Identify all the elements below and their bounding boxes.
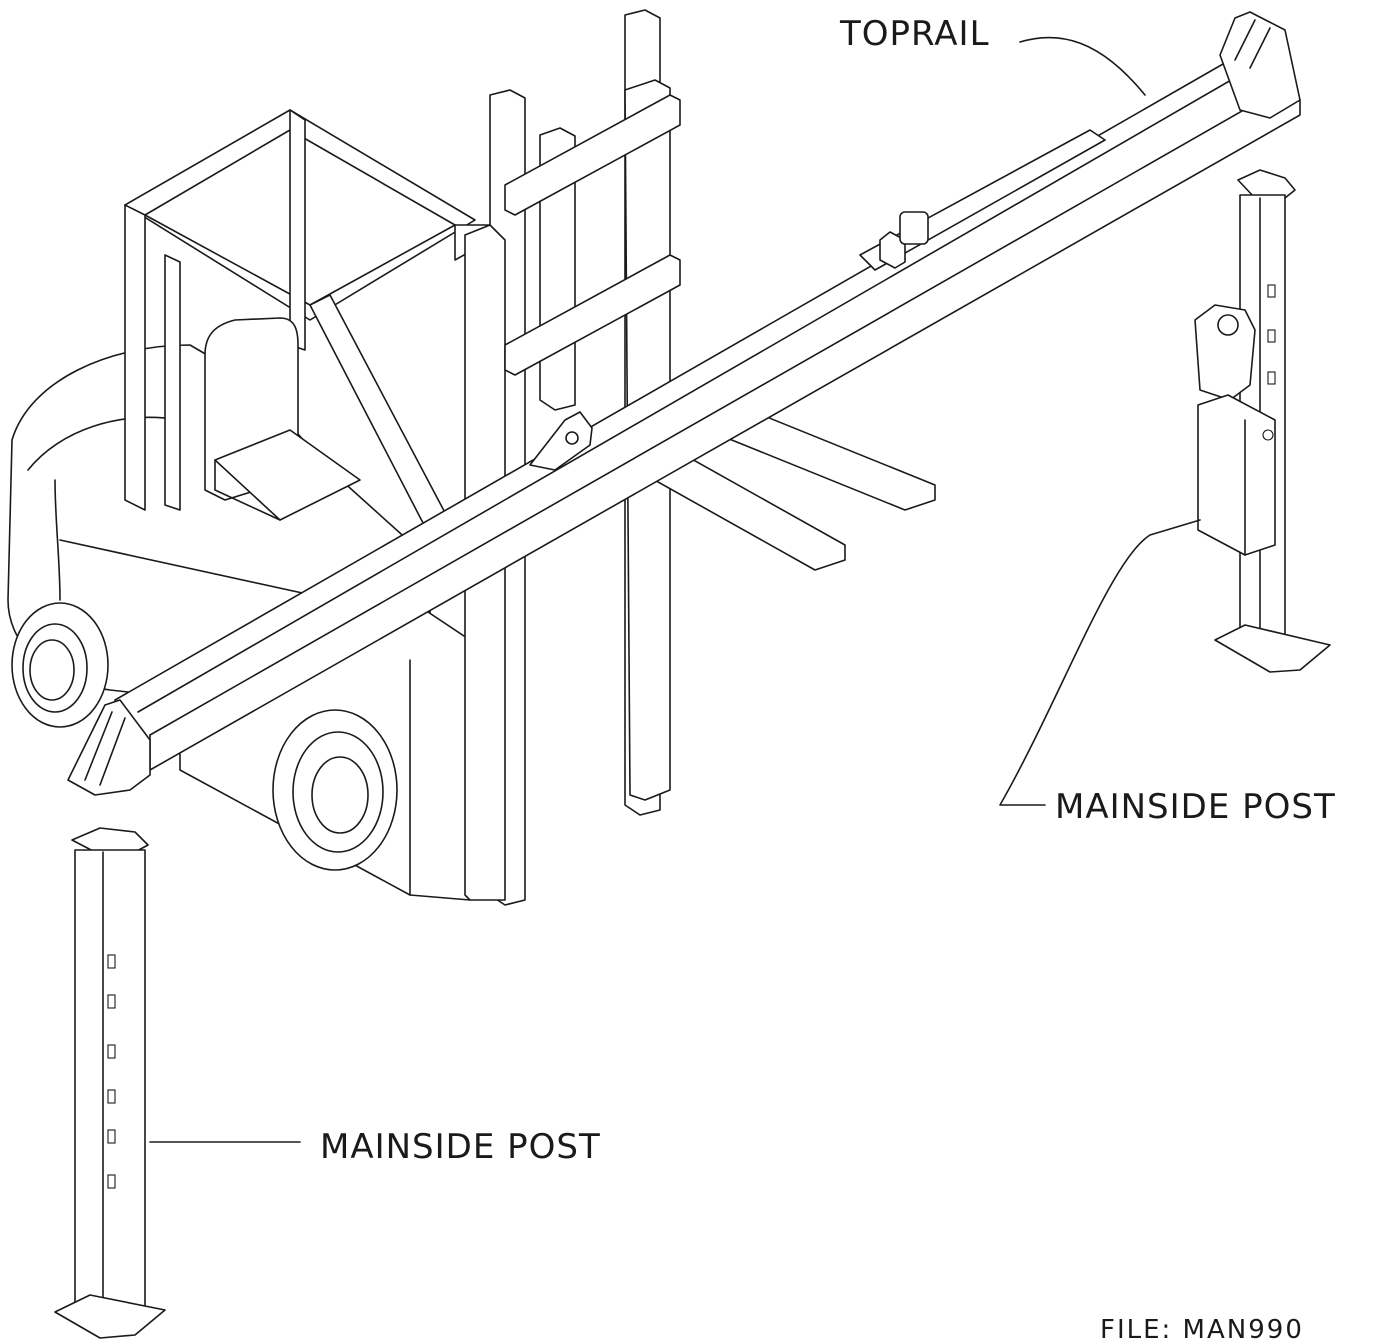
seat [204, 317, 361, 521]
mainside-post-left-label: MAINSIDE POST [320, 1127, 601, 1167]
leader-lines [149, 36, 1201, 1143]
rear-wheel [11, 602, 109, 728]
file-label: FILE: MAN990 [1100, 1315, 1304, 1344]
front-wheel [272, 709, 398, 871]
toprail-mount [529, 411, 593, 471]
toprail-right-end [1219, 11, 1301, 119]
mainside-post-right [1194, 169, 1331, 673]
toprail [67, 11, 1301, 796]
mainside-post-right-label: MAINSIDE POST [1055, 787, 1336, 827]
toprail-cylinder [859, 129, 1106, 271]
toprail-label: TOPRAIL [839, 14, 990, 54]
mainside-post-left [54, 827, 166, 1339]
